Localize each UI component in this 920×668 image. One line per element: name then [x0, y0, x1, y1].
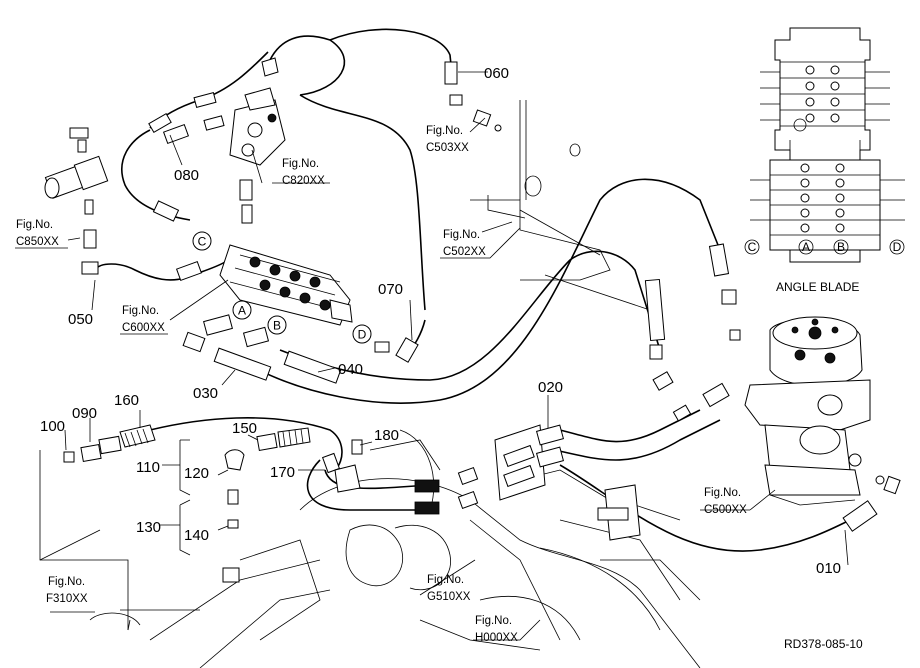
label-120: 120 [184, 465, 209, 482]
fig-c600-code: C600XX [122, 322, 165, 334]
fig-c850-code: C850XX [16, 236, 59, 248]
marker-d: D [358, 328, 367, 342]
label-060: 060 [484, 65, 509, 82]
inset-d: D [893, 240, 902, 254]
fig-c820-code: C820XX [282, 175, 325, 187]
fig-c500-code: C500XX [704, 504, 747, 516]
fig-c502-code: C502XX [443, 246, 486, 258]
label-070: 070 [378, 281, 403, 298]
fig-g510-prefix: Fig.No. [427, 574, 464, 586]
marker-b: B [273, 319, 281, 333]
marker-c: C [198, 235, 207, 249]
turning-joint [744, 316, 901, 532]
label-110: 110 [136, 459, 160, 476]
part-number-labels: 010 020 030 040 050 060 070 080 090 100 … [40, 65, 841, 577]
figure-references: Fig.No. C850XX Fig.No. C820XX Fig.No. C5… [16, 125, 747, 644]
fig-g510-code: G510XX [427, 591, 471, 603]
fig-c600-prefix: Fig.No. [122, 305, 159, 317]
fig-h000-prefix: Fig.No. [475, 615, 512, 627]
label-040: 040 [338, 361, 363, 378]
machine-frame-outline [89, 100, 701, 668]
fittings [175, 61, 741, 422]
label-170: 170 [270, 464, 295, 481]
leader-lines [15, 71, 849, 641]
upper-valve-assembly [148, 57, 286, 224]
label-030: 030 [193, 385, 218, 402]
fig-f310-code: F310XX [46, 593, 88, 605]
inset-b: B [837, 240, 845, 254]
label-080: 080 [174, 167, 199, 184]
fig-c502-prefix: Fig.No. [443, 229, 480, 241]
fig-c500-prefix: Fig.No. [704, 487, 741, 499]
label-150: 150 [232, 420, 257, 437]
fig-c503-prefix: Fig.No. [426, 125, 463, 137]
fig-c503-code: C503XX [426, 142, 469, 154]
fig-c820-prefix: Fig.No. [282, 158, 319, 170]
bottom-left-fittings [63, 424, 479, 583]
marker-a: A [238, 304, 246, 318]
label-140: 140 [184, 527, 209, 544]
left-valve-assembly [44, 127, 109, 275]
fig-h000-code: H000XX [475, 632, 518, 644]
control-valve-assembly [219, 244, 353, 326]
label-100: 100 [40, 418, 65, 435]
label-050: 050 [68, 311, 93, 328]
inset-c: C [748, 240, 757, 254]
inset-labels: C A B D ANGLE BLADE [744, 239, 905, 294]
angle-blade-valve-inset [750, 27, 905, 263]
drawing-number: RD378-085-10 [784, 637, 863, 651]
fig-c850-prefix: Fig.No. [16, 219, 53, 231]
label-130: 130 [136, 519, 161, 536]
hydraulic-hoses [94, 28, 871, 552]
label-090: 090 [72, 405, 97, 422]
label-180: 180 [374, 427, 399, 444]
circle-markers: C A B D [192, 231, 372, 344]
fig-f310-prefix: Fig.No. [48, 576, 85, 588]
label-010: 010 [816, 560, 841, 577]
label-160: 160 [114, 392, 139, 409]
inset-title: ANGLE BLADE [776, 280, 859, 294]
hose-bracket-plate [494, 424, 641, 541]
label-020: 020 [538, 379, 563, 396]
inset-a: A [802, 240, 810, 254]
